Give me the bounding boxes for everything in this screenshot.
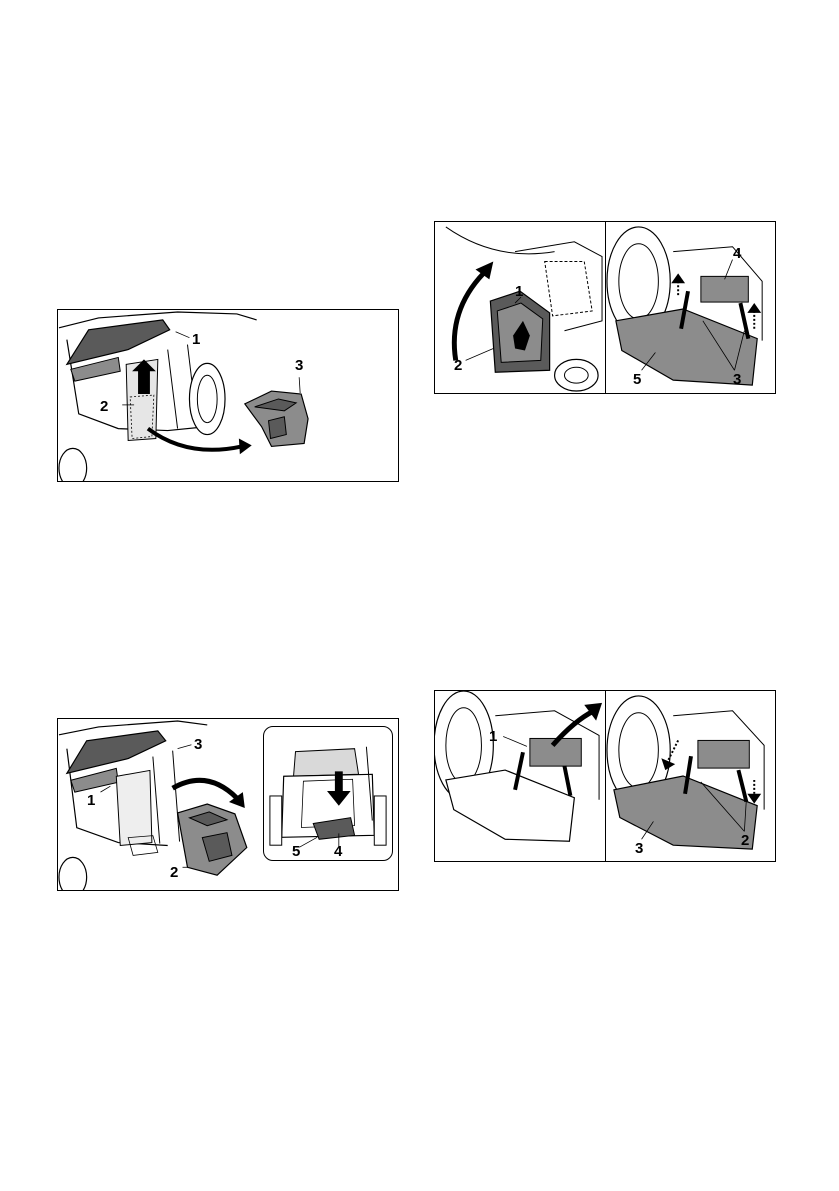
inset-catcher-detail: 5 4 [263, 726, 393, 861]
callout-3: 3 [194, 737, 202, 752]
callout-2: 2 [741, 833, 749, 848]
callout-3: 3 [295, 358, 303, 373]
callout-1: 1 [515, 284, 523, 299]
figure-install-catcher: 1 2 3 5 4 [57, 718, 399, 891]
figure-remove-catcher: 1 2 3 [57, 309, 399, 482]
callout-2: 2 [454, 358, 462, 373]
callout-3: 3 [733, 372, 741, 387]
callout-2: 2 [170, 865, 178, 880]
figure-close-flap-illustration [435, 691, 775, 861]
callout-1: 1 [87, 793, 95, 808]
inset-catcher-illustration [264, 727, 392, 860]
figure-open-flap: 1 2 4 5 3 [434, 221, 776, 394]
figure-remove-catcher-illustration [58, 310, 398, 481]
callout-1: 1 [192, 332, 200, 347]
callout-4: 4 [733, 246, 741, 261]
callout-5: 5 [292, 844, 300, 859]
callout-4: 4 [334, 844, 342, 859]
figure-open-flap-illustration [435, 222, 775, 393]
callout-2: 2 [100, 399, 108, 414]
callout-3: 3 [635, 841, 643, 856]
callout-1: 1 [489, 729, 497, 744]
callout-5: 5 [633, 372, 641, 387]
figure-close-flap: 1 3 2 [434, 690, 776, 862]
